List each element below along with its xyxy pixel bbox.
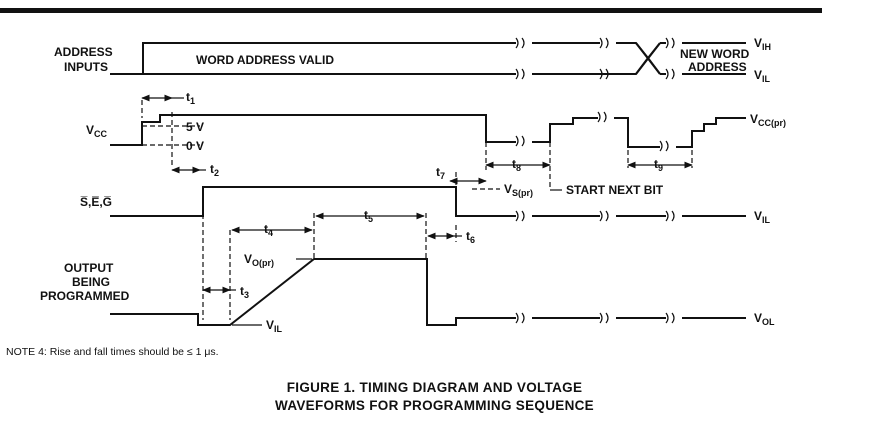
new-word-label-2: ADDRESS xyxy=(688,60,747,74)
t6-label: t6 xyxy=(466,229,475,245)
vil2-label: VIL xyxy=(754,209,771,225)
output-waveform xyxy=(110,258,746,326)
timing-arrows xyxy=(141,94,693,294)
top-rule xyxy=(0,8,822,13)
figure-caption-line-2: WAVEFORMS FOR PROGRAMMING SEQUENCE xyxy=(275,398,594,413)
t1-label: t1 xyxy=(186,90,195,106)
vcc-pr-label: VCC(pr) xyxy=(750,112,786,128)
vil3-label: VIL xyxy=(266,318,283,334)
vcc-waveform xyxy=(110,100,746,188)
control-waveform xyxy=(110,172,746,320)
address-label-2: INPUTS xyxy=(64,60,108,74)
output-label-3: PROGRAMMED xyxy=(40,289,130,303)
address-waveform xyxy=(110,37,746,80)
output-label-1: OUTPUT xyxy=(64,261,114,275)
v0-label: 0 V xyxy=(186,139,204,153)
word-address-valid-label: WORD ADDRESS VALID xyxy=(196,53,334,67)
new-word-label-1: NEW WORD xyxy=(680,47,750,61)
vol-label: VOL xyxy=(754,311,775,327)
vil-label: VIL xyxy=(754,68,771,84)
note-text: NOTE 4: Rise and fall times should be ≤ … xyxy=(6,346,219,358)
t3-label: t3 xyxy=(240,284,249,300)
t4-label: t4 xyxy=(264,222,273,238)
vo-pr-label: VO(pr) xyxy=(244,252,274,268)
t7-label: t7 xyxy=(436,165,445,181)
t8-label: t8 xyxy=(512,157,521,173)
address-label-1: ADDRESS xyxy=(54,45,113,59)
v5-label: 5 V xyxy=(186,120,204,134)
figure-caption-line-1: FIGURE 1. TIMING DIAGRAM AND VOLTAGE xyxy=(286,380,583,395)
t2-label: t2 xyxy=(210,162,219,178)
vih-label: VIH xyxy=(754,36,771,52)
t9-label: t9 xyxy=(654,157,663,173)
output-label-2: BEING xyxy=(72,275,110,289)
t5-label: t5 xyxy=(364,208,373,224)
vcc-label: VCC xyxy=(86,123,108,139)
start-next-bit-label: START NEXT BIT xyxy=(566,183,664,197)
vs-pr-label: VS(pr) xyxy=(504,182,533,198)
control-label: S̅,E̅,G̅ xyxy=(80,195,112,209)
